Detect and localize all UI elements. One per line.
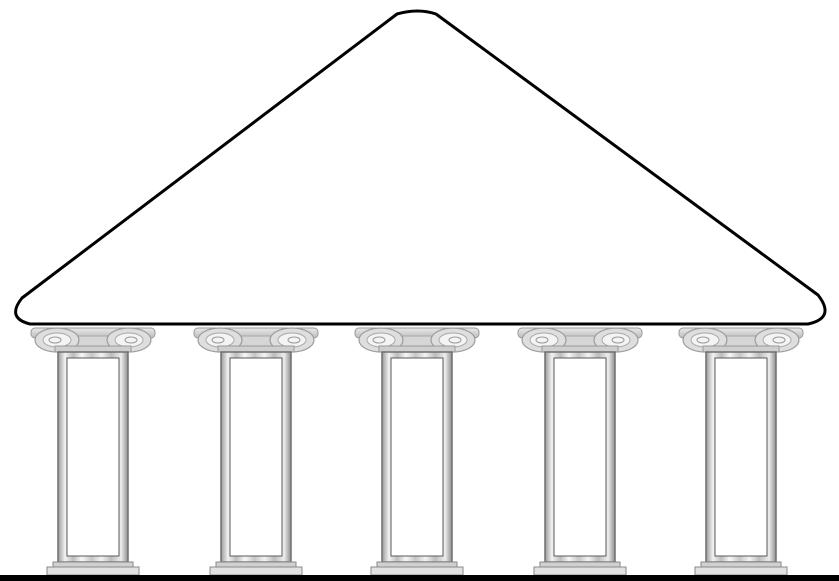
column-base xyxy=(540,562,620,567)
column-plinth xyxy=(371,567,463,575)
column-base xyxy=(53,562,133,567)
column-neck xyxy=(542,346,618,352)
column-panel xyxy=(554,358,606,556)
volute-scroll-inner xyxy=(367,333,395,347)
column-2 xyxy=(194,328,318,575)
volute-scroll-inner xyxy=(206,333,234,347)
volute-scroll-inner xyxy=(278,333,306,347)
column-panel xyxy=(67,358,119,556)
volute-scroll-inner xyxy=(602,333,630,347)
column-panel xyxy=(391,358,443,556)
column-neck xyxy=(379,346,455,352)
volute-scroll-inner xyxy=(43,333,71,347)
column-4 xyxy=(518,328,642,575)
ground-line xyxy=(0,575,839,581)
column-5 xyxy=(679,328,803,575)
column-plinth xyxy=(534,567,626,575)
column-base xyxy=(701,562,781,567)
column-plinth xyxy=(695,567,787,575)
volute-scroll-inner xyxy=(763,333,791,347)
column-neck xyxy=(703,346,779,352)
column-neck xyxy=(218,346,294,352)
column-1 xyxy=(31,328,155,575)
volute-scroll-inner xyxy=(691,333,719,347)
column-plinth xyxy=(210,567,302,575)
columns xyxy=(31,328,803,575)
roof-shape xyxy=(16,11,825,324)
volute-scroll-inner xyxy=(115,333,143,347)
roof xyxy=(16,11,825,324)
column-plinth xyxy=(47,567,139,575)
volute-scroll-inner xyxy=(439,333,467,347)
column-3 xyxy=(355,328,479,575)
column-panel xyxy=(715,358,767,556)
volute-scroll-inner xyxy=(530,333,558,347)
column-neck xyxy=(55,346,131,352)
column-base xyxy=(216,562,296,567)
column-base xyxy=(377,562,457,567)
column-panel xyxy=(230,358,282,556)
